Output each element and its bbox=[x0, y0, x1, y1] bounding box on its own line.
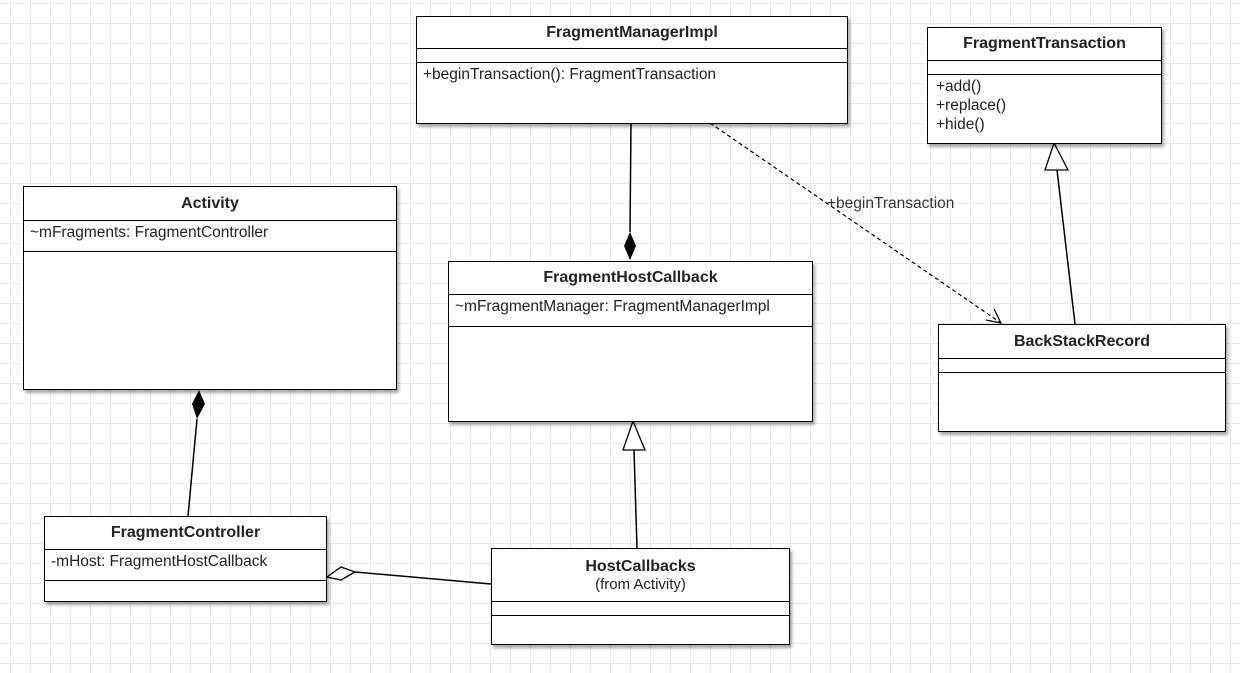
hollow-triangle-icon bbox=[622, 419, 646, 451]
attributes-section: ~mFragments: FragmentController bbox=[24, 221, 396, 252]
attribute: ~mFragments: FragmentController bbox=[30, 224, 269, 241]
class-name: Activity bbox=[24, 187, 396, 221]
methods-section bbox=[939, 373, 1225, 375]
method: +replace() bbox=[936, 97, 1007, 114]
method: +hide() bbox=[936, 116, 985, 133]
aggregation-hc-fc[interactable] bbox=[325, 566, 492, 585]
methods-section bbox=[492, 616, 789, 618]
class-activity[interactable]: Activity ~mFragments: FragmentController bbox=[23, 186, 397, 390]
class-name: FragmentController bbox=[45, 517, 326, 550]
attribute: ~mFragmentManager: FragmentManagerImpl bbox=[455, 298, 770, 315]
filled-diamond-icon bbox=[624, 232, 636, 260]
class-host-callbacks[interactable]: HostCallbacks (from Activity) bbox=[491, 548, 790, 645]
method: +beginTransaction(): FragmentTransaction bbox=[423, 66, 717, 83]
generalization-hc-fhc[interactable] bbox=[622, 419, 646, 549]
class-fragment-controller[interactable]: FragmentController -mHost: FragmentHostC… bbox=[44, 516, 327, 602]
class-fragment-transaction[interactable]: FragmentTransaction +add() +replace() +h… bbox=[927, 27, 1162, 144]
class-name: HostCallbacks (from Activity) bbox=[492, 549, 789, 602]
class-subtitle: (from Activity) bbox=[595, 575, 686, 593]
method: +add() bbox=[936, 78, 982, 95]
methods-section bbox=[45, 581, 326, 583]
class-fragment-manager-impl[interactable]: FragmentManagerImpl +beginTransaction():… bbox=[416, 16, 848, 124]
class-back-stack-record[interactable]: BackStackRecord bbox=[938, 324, 1226, 432]
dependency-label: +beginTransaction bbox=[827, 195, 955, 212]
hollow-diamond-icon bbox=[325, 566, 357, 581]
attributes-section bbox=[492, 602, 789, 616]
composition-fmi-fhc[interactable] bbox=[624, 122, 636, 260]
dependency-fmi-bsr[interactable] bbox=[709, 122, 1003, 324]
attributes-section bbox=[928, 61, 1161, 75]
class-name: FragmentHostCallback bbox=[449, 262, 812, 295]
attributes-section bbox=[939, 359, 1225, 373]
methods-section: +add() +replace() +hide() bbox=[928, 75, 1161, 134]
class-name: BackStackRecord bbox=[939, 325, 1225, 359]
class-name: FragmentManagerImpl bbox=[417, 17, 847, 49]
attributes-section bbox=[417, 49, 847, 63]
methods-section: +beginTransaction(): FragmentTransaction bbox=[417, 63, 847, 84]
generalization-bsr-ft[interactable] bbox=[1044, 141, 1076, 325]
open-arrow-icon bbox=[985, 308, 1003, 324]
hollow-triangle-icon bbox=[1044, 141, 1070, 171]
attributes-section: ~mFragmentManager: FragmentManagerImpl bbox=[449, 295, 812, 327]
class-fragment-host-callback[interactable]: FragmentHostCallback ~mFragmentManager: … bbox=[448, 261, 813, 422]
class-name: FragmentTransaction bbox=[928, 28, 1161, 61]
methods-section bbox=[24, 252, 396, 254]
attribute: -mHost: FragmentHostCallback bbox=[51, 553, 268, 570]
attributes-section: -mHost: FragmentHostCallback bbox=[45, 550, 326, 581]
composition-fc-activity[interactable] bbox=[187, 390, 205, 517]
filled-diamond-icon bbox=[192, 390, 205, 419]
methods-section bbox=[449, 327, 812, 329]
